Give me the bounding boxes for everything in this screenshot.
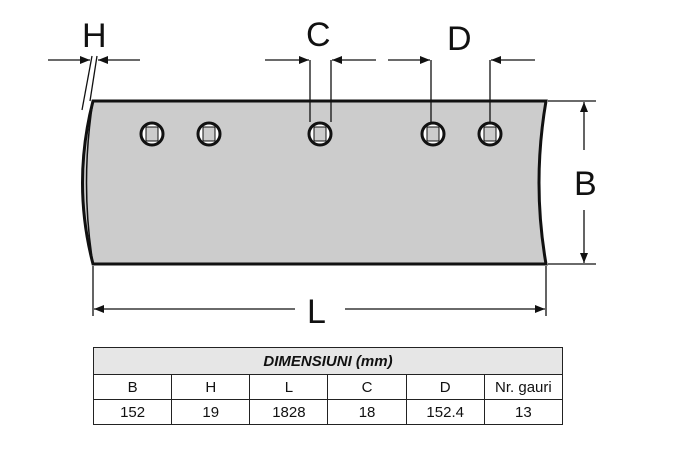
table-title: DIMENSIUNI (mm) <box>93 347 563 375</box>
value-b: 152 <box>92 399 173 425</box>
header-c: C <box>327 374 407 400</box>
label-c: C <box>306 16 331 54</box>
hole-5 <box>477 121 503 147</box>
value-l: 1828 <box>249 399 329 425</box>
hole-3 <box>307 121 333 147</box>
label-l: L <box>307 293 326 331</box>
header-h: H <box>171 374 251 400</box>
header-b: B <box>92 374 173 400</box>
header-d: D <box>405 374 485 400</box>
dimension-b <box>548 100 596 265</box>
dimensions-table: DIMENSIUNI (mm) B H L C D Nr. gauri 152 … <box>92 347 564 425</box>
header-l: L <box>249 374 329 400</box>
header-nr-gauri: Nr. gauri <box>483 374 564 400</box>
hole-1 <box>139 121 165 147</box>
blade-bevel-edge <box>85 100 94 265</box>
value-d: 152.4 <box>405 399 485 425</box>
label-d: D <box>447 20 472 58</box>
value-nr-gauri: 13 <box>483 399 564 425</box>
blade-drawing: H C D B L <box>48 16 597 331</box>
value-h: 19 <box>171 399 251 425</box>
dimension-d <box>388 56 535 122</box>
label-b: B <box>574 165 597 203</box>
table-title-row: DIMENSIUNI (mm) <box>93 347 563 375</box>
label-h: H <box>82 17 107 55</box>
table-header-row: B H L C D Nr. gauri <box>92 374 564 400</box>
hole-4 <box>420 121 446 147</box>
table-value-row: 152 19 1828 18 152.4 13 <box>92 399 564 425</box>
dimension-h <box>48 55 140 111</box>
dimension-c <box>265 56 376 122</box>
value-c: 18 <box>327 399 407 425</box>
hole-2 <box>196 121 222 147</box>
dimension-l <box>92 266 547 316</box>
